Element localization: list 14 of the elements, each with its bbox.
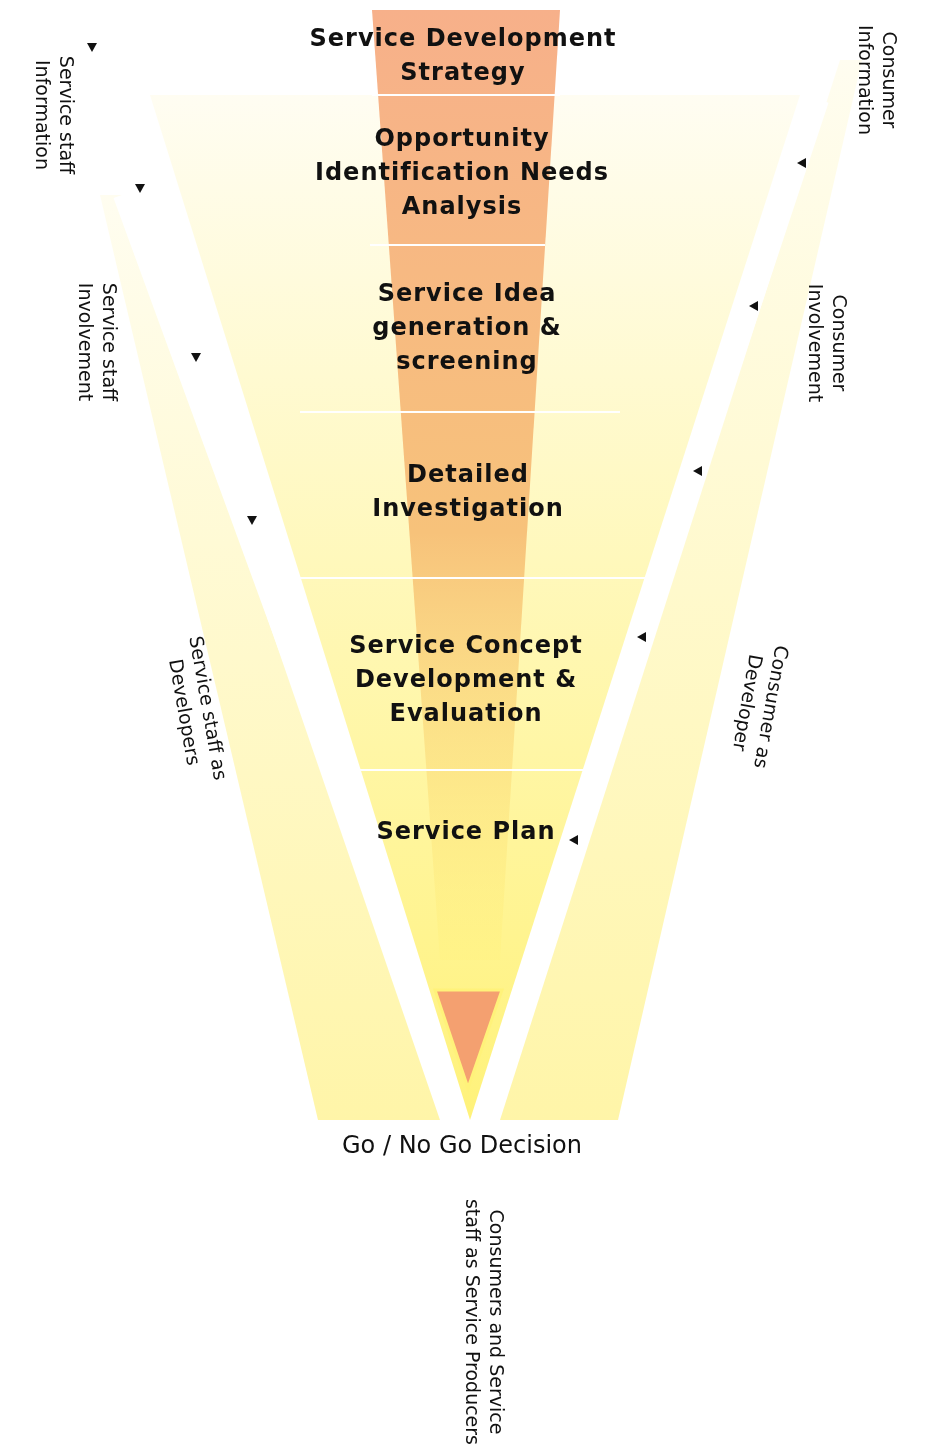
side-label: Service staff Involvement	[74, 281, 122, 404]
side-label: Service staff Information	[31, 54, 79, 177]
stage-label: Service Development Strategy	[303, 21, 623, 89]
side-label: Consumers and Service staff as Service Producers	[461, 1197, 509, 1448]
stage-label: Opportunity Identification Needs Analysis	[302, 121, 622, 223]
stage-label: Detailed Investigation	[318, 457, 618, 525]
stage-label: Service Plan	[316, 814, 616, 848]
side-label: Consumer as Developer	[727, 642, 795, 773]
side-label: Service staff as Developers	[164, 633, 234, 784]
decision-label: Go / No Go Decision	[341, 1133, 583, 1157]
stage-label: Service Concept Development & Evaluation	[316, 628, 616, 730]
stage-label: Service Idea generation & screening	[317, 276, 617, 378]
side-label: Consumer Involvement	[804, 282, 852, 405]
side-label: Consumer Information	[854, 24, 902, 137]
